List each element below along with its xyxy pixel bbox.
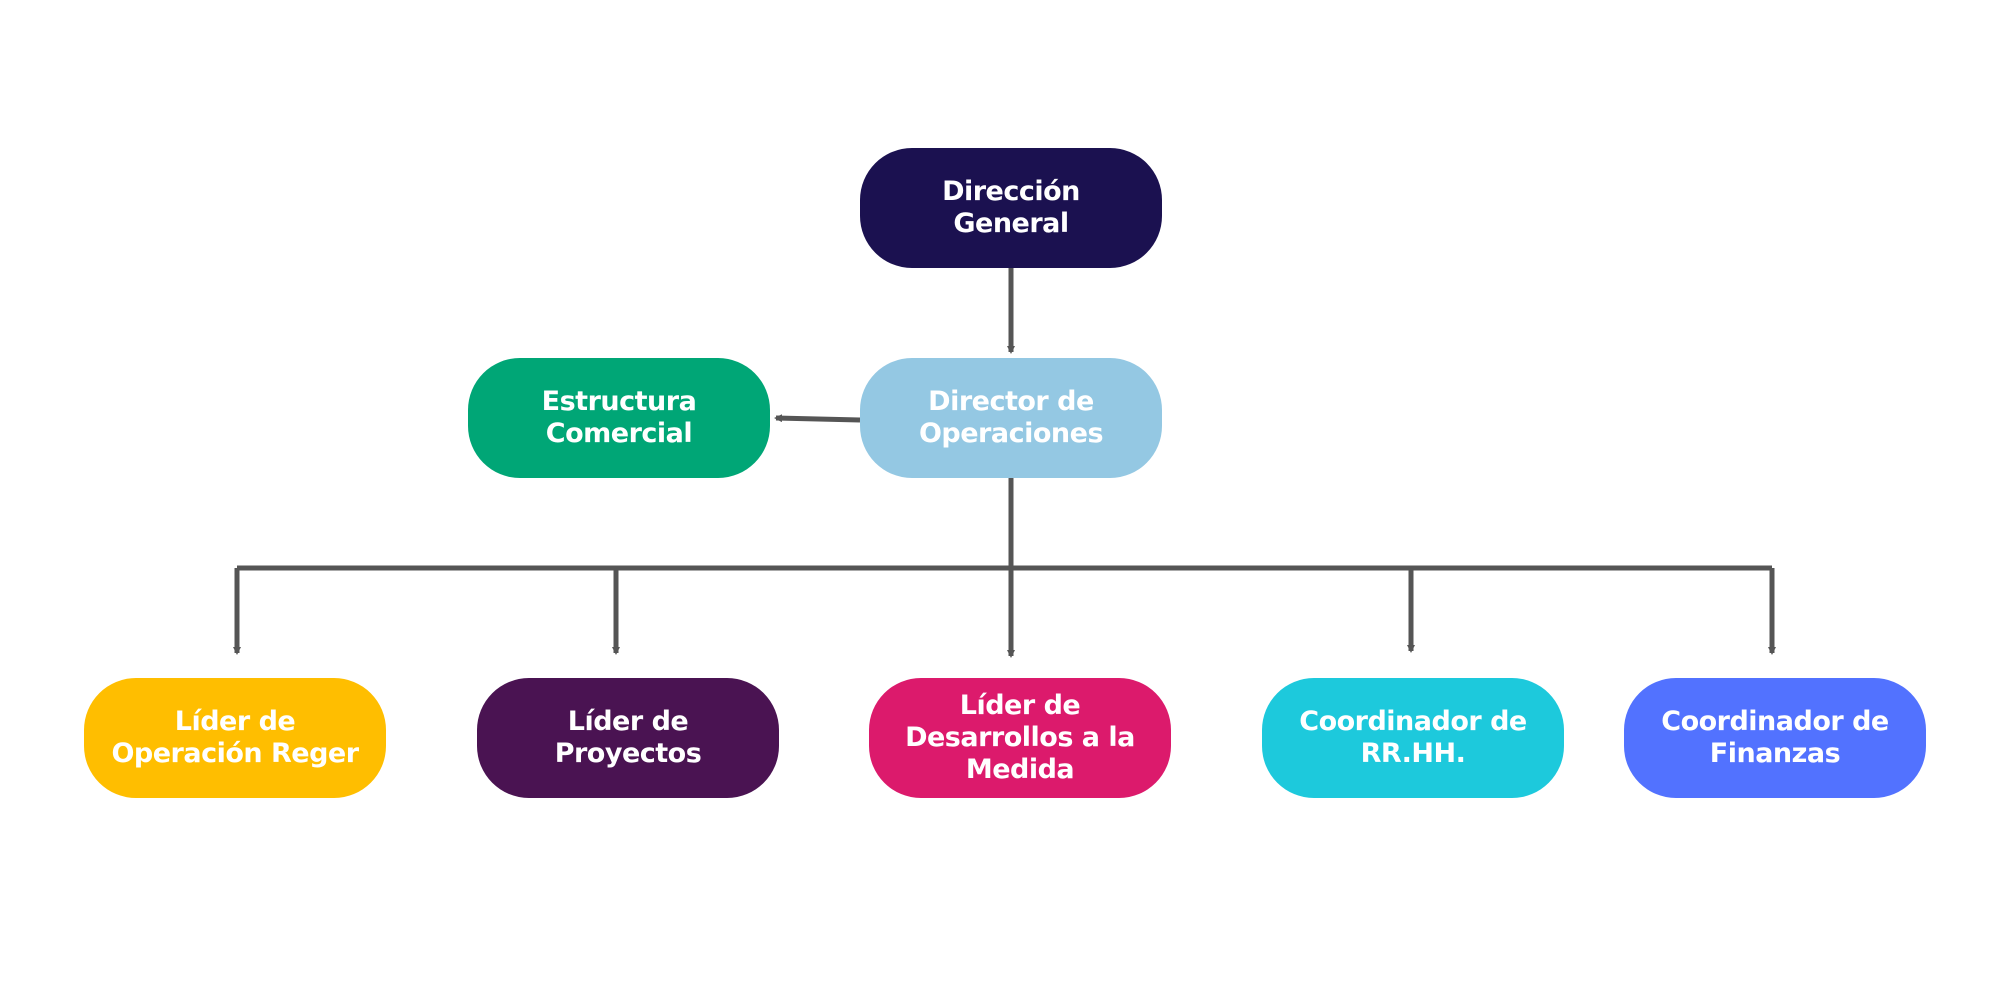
node-label: Coordinador de Finanzas xyxy=(1661,706,1889,769)
node-label: Coordinador de RR.HH. xyxy=(1299,706,1527,769)
node-label: Dirección General xyxy=(942,176,1080,239)
node-coordinador-finanzas: Coordinador de Finanzas xyxy=(1624,678,1926,798)
node-label: Director de Operaciones xyxy=(918,386,1104,449)
node-director-operaciones: Director de Operaciones xyxy=(860,358,1162,478)
node-lider-desarrollos: Líder de Desarrollos a la Medida xyxy=(869,678,1171,798)
node-label: Estructura Comercial xyxy=(541,386,697,449)
node-label: Líder de Desarrollos a la Medida xyxy=(905,690,1135,785)
node-lider-proyectos: Líder de Proyectos xyxy=(477,678,779,798)
node-direccion-general: Dirección General xyxy=(860,148,1162,268)
connector-director-to-estructura xyxy=(774,414,861,423)
node-coordinador-rrhh: Coordinador de RR.HH. xyxy=(1262,678,1564,798)
node-lider-operacion-reger: Líder de Operación Reger xyxy=(84,678,386,798)
node-estructura-comercial: Estructura Comercial xyxy=(468,358,770,478)
node-label: Líder de Operación Reger xyxy=(111,706,359,769)
node-label: Líder de Proyectos xyxy=(554,706,702,769)
